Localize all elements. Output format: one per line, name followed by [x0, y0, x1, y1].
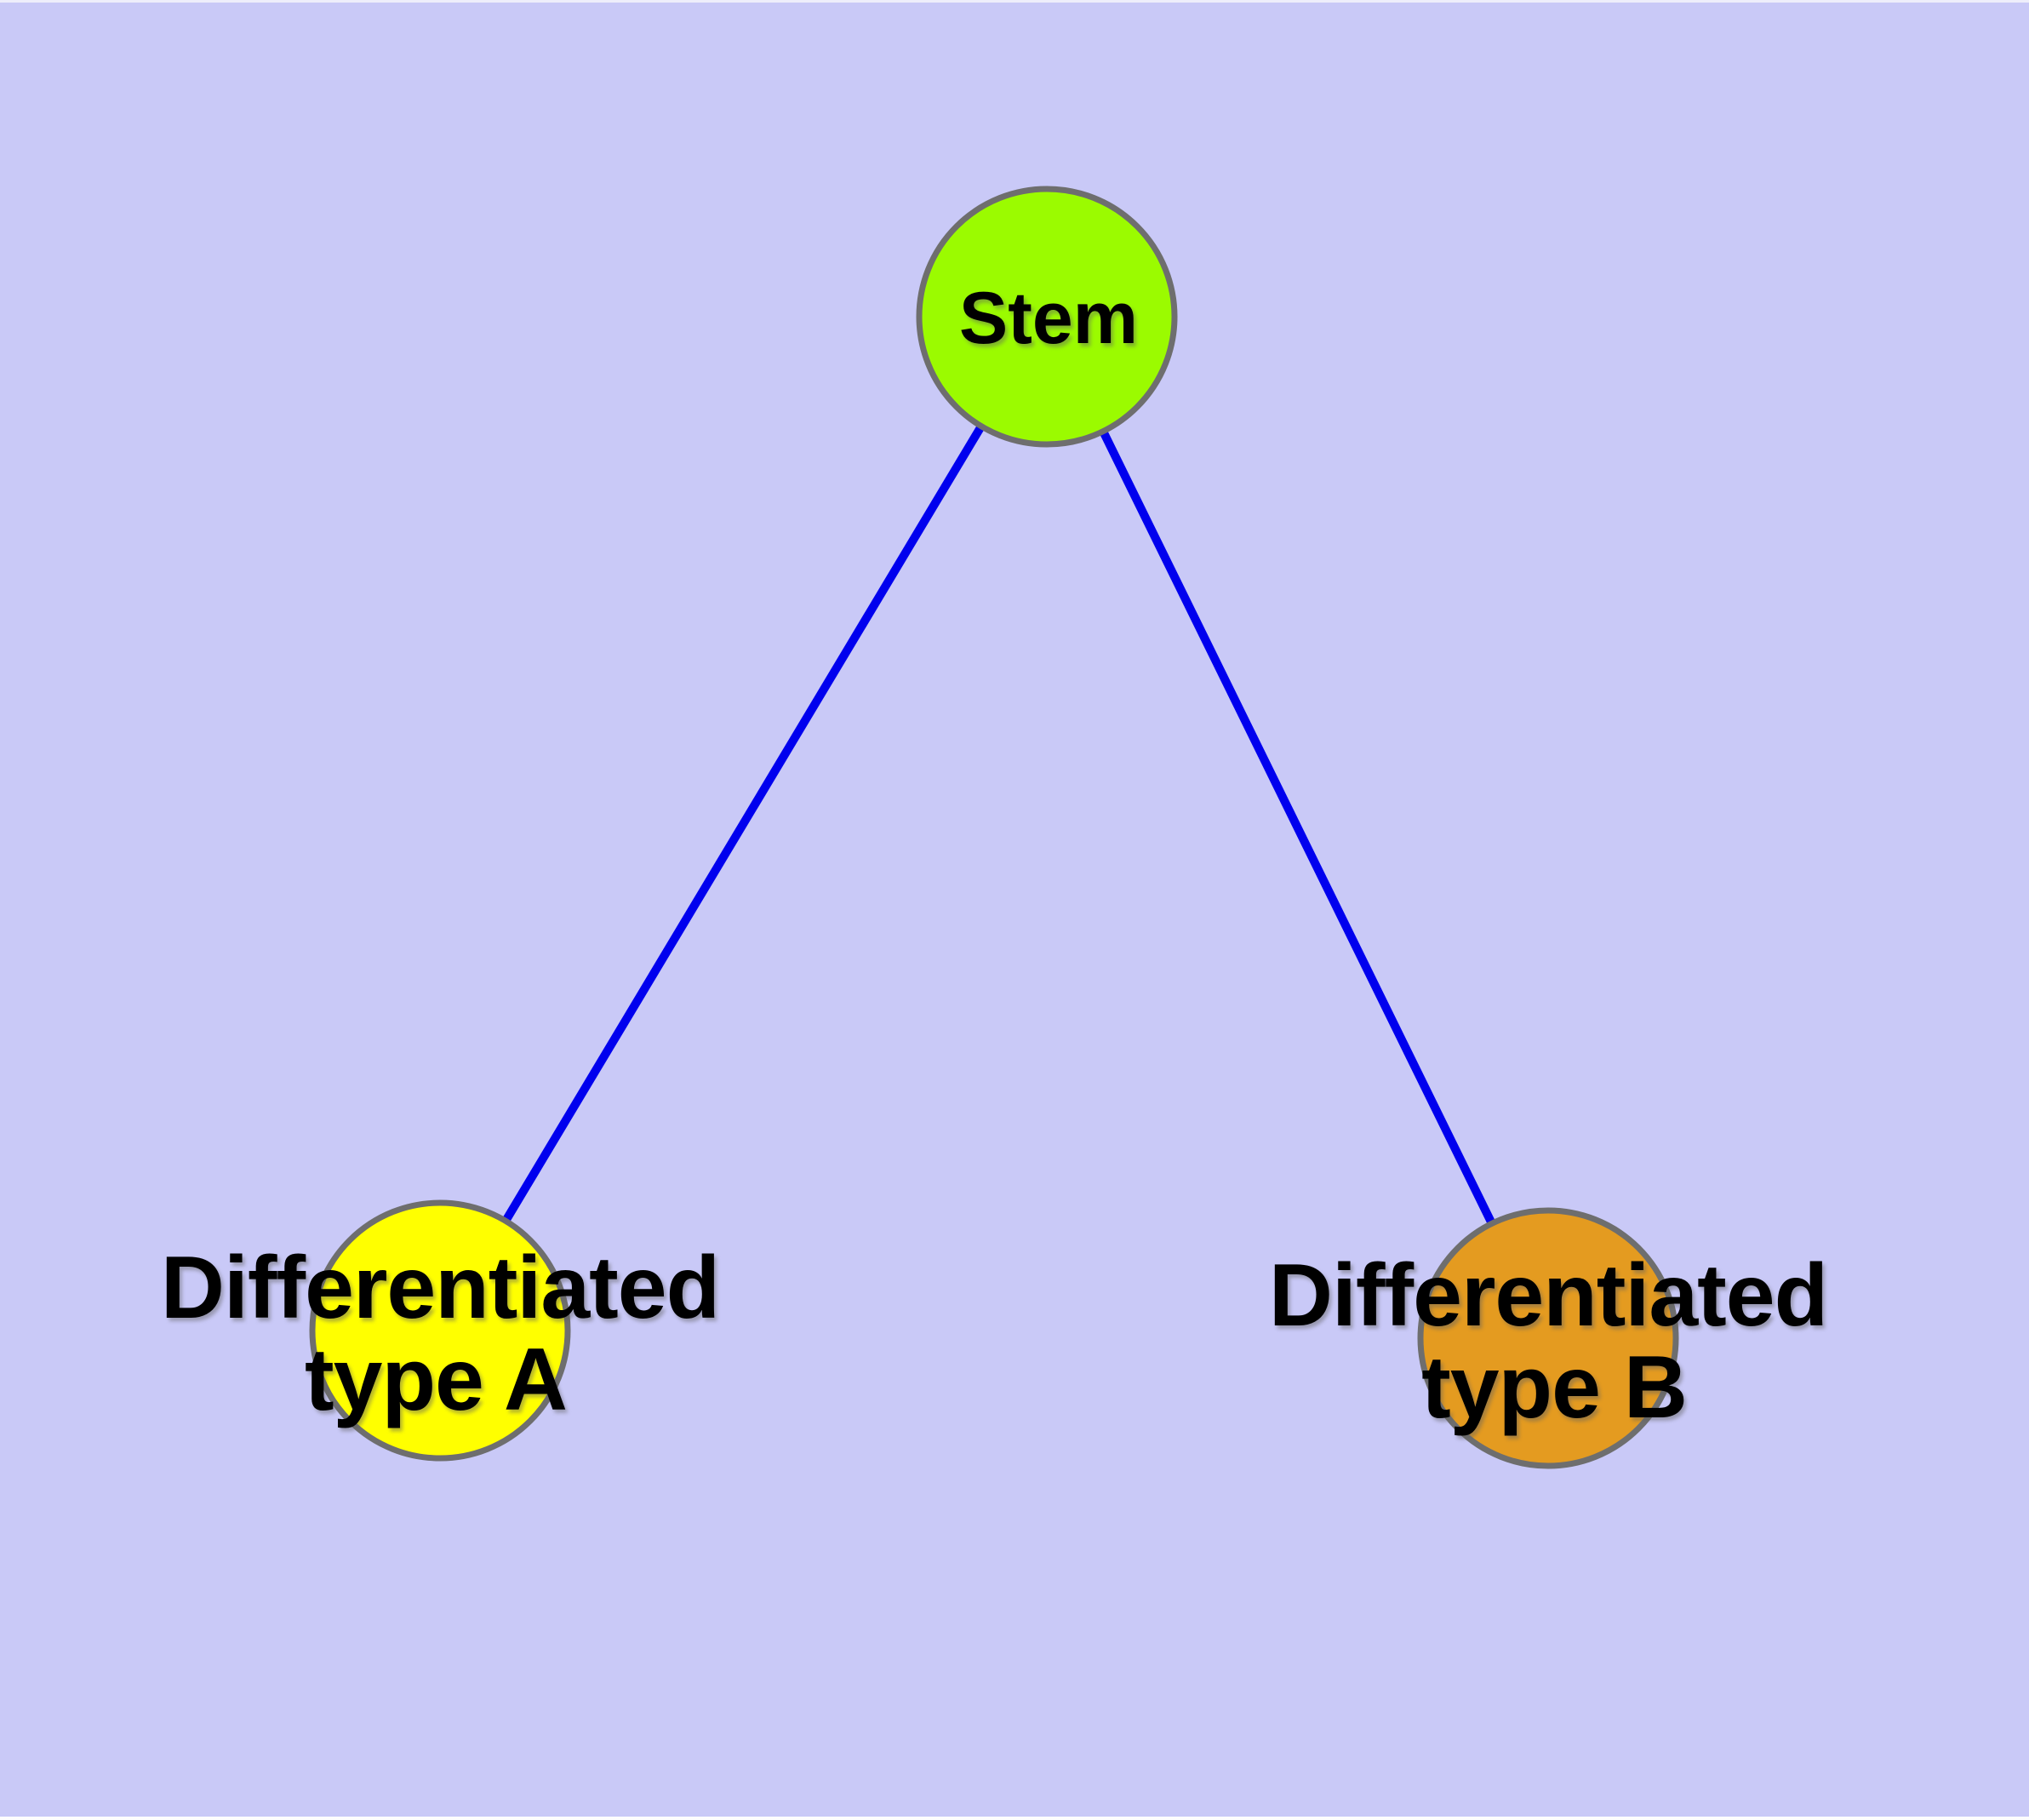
node-type-a-label-line2: type A — [305, 1331, 567, 1429]
node-type-b-label-line2: type B — [1421, 1338, 1687, 1437]
canvas-top-edge-highlight — [0, 0, 2029, 3]
edge-stem-to-type-a — [436, 314, 1051, 1333]
node-type-b-circle — [1417, 1207, 1679, 1469]
edge-stem-to-type-b — [1043, 314, 1552, 1341]
node-type-a-circle — [309, 1199, 571, 1462]
node-stem-circle — [916, 186, 1178, 448]
canvas-bottom-edge-highlight — [0, 1817, 2029, 1820]
node-type-b-label-line1: Differentiated — [1269, 1246, 1827, 1345]
node-stem-label: Stem — [959, 278, 1138, 359]
node-type-a-label-line1: Differentiated — [161, 1239, 719, 1337]
